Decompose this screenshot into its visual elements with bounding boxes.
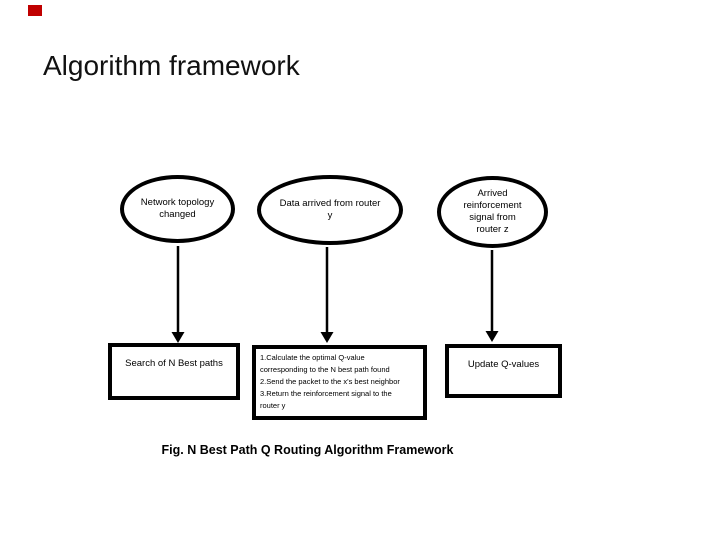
box-label: Update Q-values (467, 359, 540, 370)
box-update-q-values: Update Q-values (445, 344, 562, 398)
box-search-n-best-paths: Search of N Best paths (108, 343, 240, 400)
box-label: 1.Calculate the optimal Q-value correspo… (260, 353, 400, 410)
ellipse-data-arrived-from-router-y: Data arrived from router y (257, 175, 403, 245)
ellipse-label: Arrived reinforcement signal from router… (463, 188, 522, 235)
ellipse-arrived-reinforcement-signal: Arrived reinforcement signal from router… (437, 176, 548, 248)
slide-title: Algorithm framework (43, 50, 300, 81)
box-algorithm-steps: 1.Calculate the optimal Q-value correspo… (252, 345, 427, 420)
box-label: Search of N Best paths (125, 358, 223, 369)
arrow-signal-to-update (485, 250, 499, 342)
arrow-topology-to-search (171, 246, 185, 343)
ellipse-network-topology-changed: Network topology changed (120, 175, 235, 243)
ellipse-label: Data arrived from router y (279, 198, 381, 221)
figure-caption: Fig. N Best Path Q Routing Algorithm Fra… (161, 443, 454, 457)
ellipse-label: Network topology changed (140, 197, 215, 220)
red-accent-mark (28, 5, 42, 16)
arrow-data-to-steps (320, 247, 334, 343)
